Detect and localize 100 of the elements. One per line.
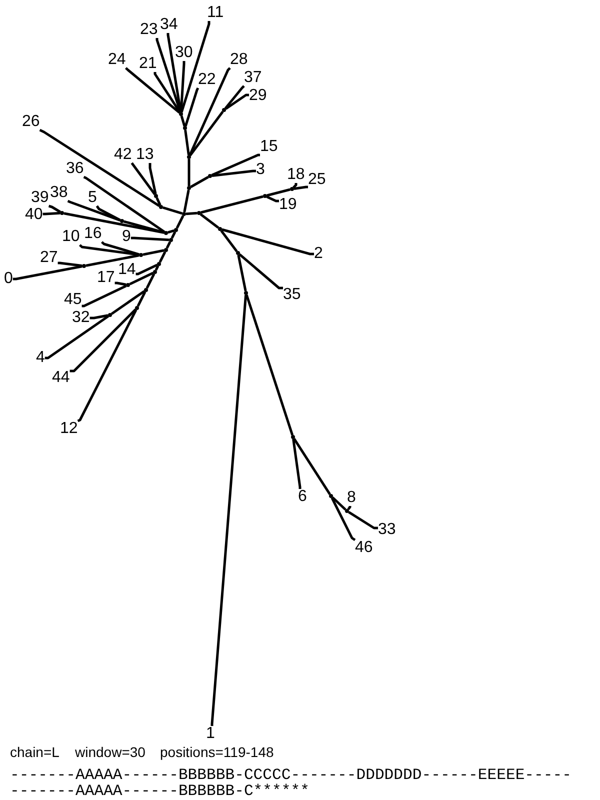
taxon-label: 40 bbox=[25, 207, 43, 223]
tree-branch bbox=[212, 170, 256, 178]
taxon-label: 28 bbox=[230, 52, 248, 68]
tree-branch bbox=[86, 254, 140, 267]
branch-point bbox=[60, 211, 64, 215]
branch-point bbox=[82, 264, 86, 268]
tree-branch bbox=[78, 244, 140, 256]
tree-branch bbox=[180, 61, 186, 112]
tree-branch bbox=[293, 438, 331, 495]
taxon-label: 6 bbox=[298, 489, 307, 505]
tree-branch bbox=[294, 186, 308, 190]
tree-branch bbox=[330, 497, 356, 542]
taxon-label: 23 bbox=[140, 22, 158, 38]
branch-point bbox=[120, 219, 124, 223]
taxon-label: 35 bbox=[283, 287, 301, 303]
taxon-label: 19 bbox=[279, 197, 297, 213]
branch-point bbox=[236, 251, 240, 255]
tree-branch bbox=[200, 195, 264, 214]
taxon-label: 38 bbox=[50, 185, 68, 201]
tree-branch bbox=[222, 228, 314, 256]
branch-point bbox=[183, 126, 187, 130]
tree-branch bbox=[148, 163, 157, 194]
taxon-label: 1 bbox=[206, 726, 215, 742]
tree-branch bbox=[225, 94, 249, 110]
tree-branch bbox=[186, 212, 198, 216]
taxon-label: 4 bbox=[36, 350, 45, 366]
tree-branch bbox=[266, 188, 290, 197]
branch-point bbox=[187, 155, 191, 159]
parameter-text: window=30 bbox=[75, 744, 146, 760]
tree-branch bbox=[224, 85, 245, 110]
taxon-label: 0 bbox=[4, 271, 13, 287]
tree-branch bbox=[130, 236, 170, 242]
taxon-label: 8 bbox=[347, 490, 356, 506]
taxon-label: 32 bbox=[72, 310, 90, 326]
tree-branch bbox=[77, 309, 138, 422]
tree-branch bbox=[142, 249, 164, 256]
branch-point bbox=[222, 108, 226, 112]
tree-branch bbox=[188, 67, 231, 156]
tree-branch bbox=[188, 159, 190, 186]
tree-branch bbox=[136, 291, 146, 307]
tree-branch bbox=[136, 264, 158, 276]
taxon-label: 14 bbox=[118, 262, 136, 278]
tree-branch bbox=[237, 254, 247, 292]
taxon-label: 22 bbox=[198, 72, 216, 88]
branch-point bbox=[108, 313, 112, 317]
taxon-label: 18 bbox=[287, 167, 305, 183]
tree-branch bbox=[220, 230, 238, 252]
tree-branch bbox=[110, 290, 146, 315]
tree-branch bbox=[39, 128, 160, 207]
taxon-label: 39 bbox=[31, 190, 49, 206]
tree-branch bbox=[184, 87, 200, 126]
branch-point bbox=[153, 270, 157, 274]
taxon-label: 17 bbox=[97, 270, 115, 286]
tree-branch bbox=[44, 315, 110, 360]
taxon-label: 10 bbox=[62, 229, 80, 245]
tree-branch bbox=[292, 183, 298, 188]
tree-branch bbox=[96, 205, 121, 222]
taxon-label: 26 bbox=[22, 114, 40, 130]
tree-branch bbox=[332, 496, 346, 511]
branch-point bbox=[174, 228, 178, 232]
tree-branch bbox=[82, 284, 127, 308]
sequence-line: -------AAAAA------BBBBBB-C****** bbox=[10, 784, 310, 799]
tree-branch bbox=[162, 206, 182, 215]
tree-branch bbox=[154, 72, 181, 113]
taxon-label: 16 bbox=[84, 226, 102, 242]
tree-branch bbox=[67, 200, 121, 222]
branch-point bbox=[244, 291, 248, 295]
taxon-label: 30 bbox=[175, 45, 193, 61]
parameter-text: positions=119-148 bbox=[160, 744, 274, 760]
tree-branch bbox=[42, 212, 60, 216]
branch-point bbox=[169, 238, 173, 242]
tree-branch bbox=[170, 231, 176, 239]
tree-branch bbox=[200, 213, 220, 229]
tree-branch bbox=[124, 67, 180, 114]
tree-branch bbox=[210, 294, 248, 726]
tree-branch bbox=[90, 314, 108, 320]
branch-point bbox=[182, 212, 186, 216]
tree-branch bbox=[114, 282, 126, 286]
tree-branch bbox=[245, 294, 294, 436]
parameter-text: chain=L bbox=[10, 744, 60, 760]
tree-branch bbox=[166, 33, 182, 112]
branch-point bbox=[197, 211, 201, 215]
taxon-label: 3 bbox=[256, 162, 265, 178]
tree-branch bbox=[180, 21, 210, 112]
tree-branch bbox=[180, 116, 186, 126]
branch-point bbox=[164, 231, 168, 235]
tree-branch bbox=[158, 251, 166, 263]
tree-branch bbox=[83, 176, 166, 233]
tree-branch bbox=[183, 190, 190, 212]
taxon-label: 27 bbox=[40, 250, 58, 266]
tree-branch bbox=[168, 229, 174, 234]
taxon-label: 29 bbox=[249, 88, 267, 104]
taxon-label: 13 bbox=[136, 147, 154, 163]
branch-point bbox=[218, 227, 222, 231]
tree-branch bbox=[154, 265, 160, 271]
branch-point bbox=[263, 194, 267, 198]
branch-point bbox=[154, 194, 158, 198]
tree-branch bbox=[292, 438, 302, 489]
tree-branch bbox=[130, 162, 156, 196]
tree-branch bbox=[156, 197, 162, 206]
